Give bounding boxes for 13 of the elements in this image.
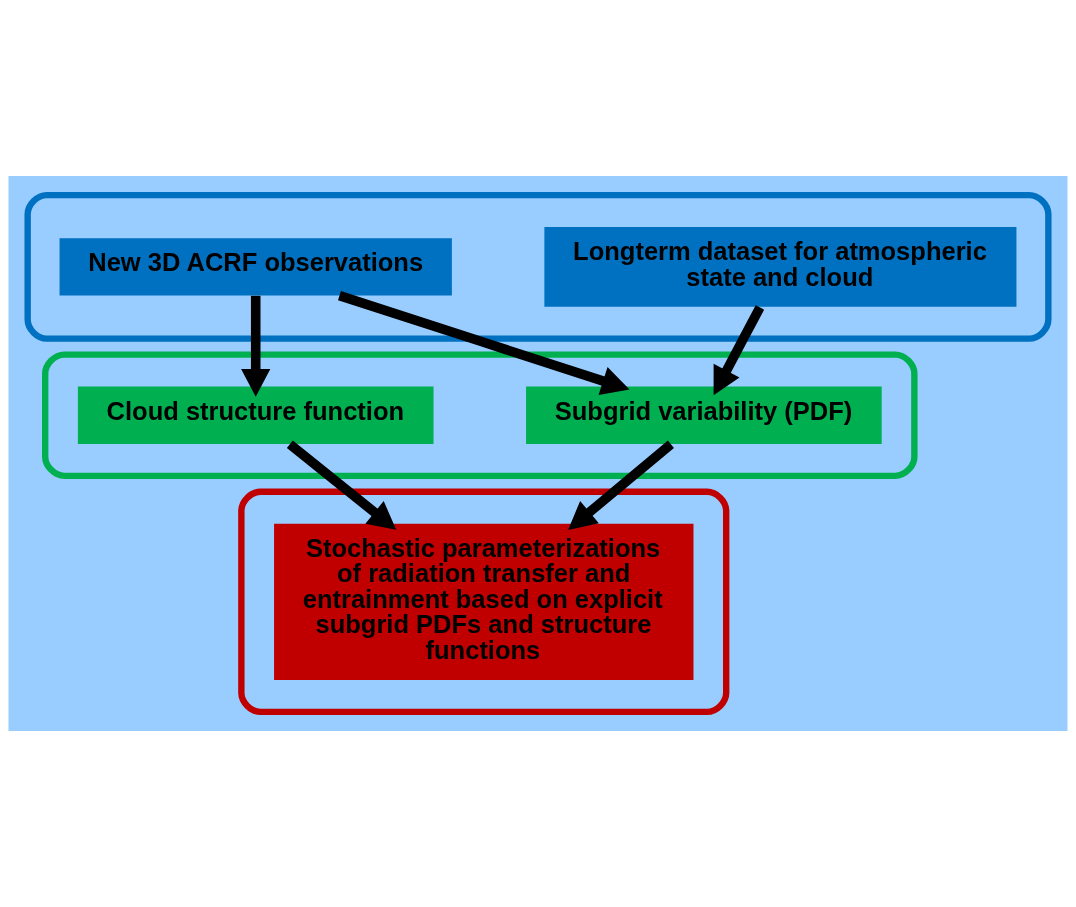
node-box: Cloud structure function [77, 386, 434, 444]
node-box: Stochastic parameterizations of radiation transfer and entrainment based on explicit subgrid PDFs and structure functions [274, 523, 694, 680]
node-box: Subgrid variability (PDF) [526, 386, 882, 444]
arrow [338, 291, 630, 395]
node-box: Longterm dataset for atmospheric state and cloud [544, 227, 1017, 307]
node-box: New 3D ACRF observations [59, 238, 452, 296]
cluster [238, 488, 730, 716]
arrow [568, 440, 674, 530]
arrow [286, 440, 397, 530]
cluster [24, 191, 1052, 342]
cluster [42, 351, 918, 479]
arrow [241, 295, 271, 397]
arrow [713, 305, 765, 396]
